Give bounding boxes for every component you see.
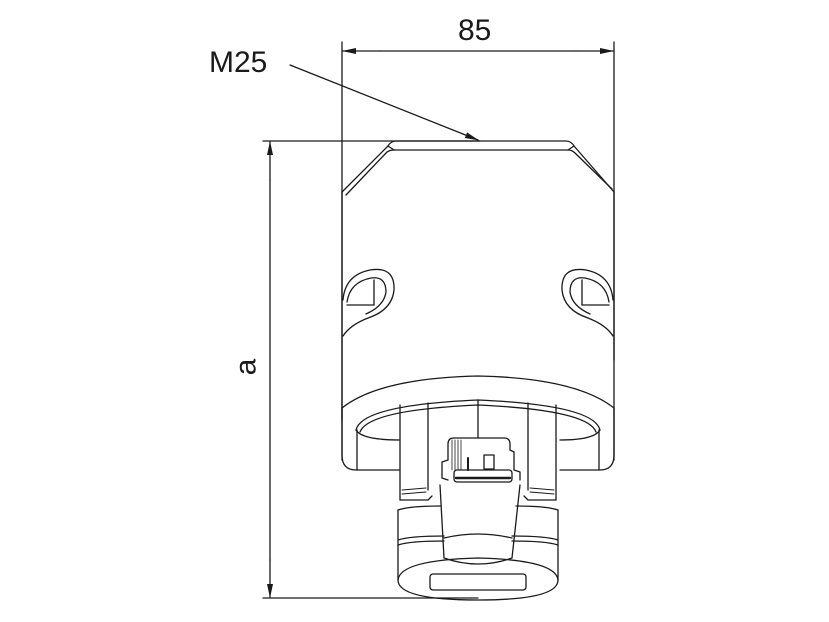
width-dimension-label: 85 [458,14,492,47]
width-dimension [341,41,615,421]
height-dimension [262,140,481,599]
housing-body [341,140,615,471]
m25-leader [289,64,479,141]
m25-callout-label: M25 [209,46,268,79]
socket-insert [397,399,559,601]
height-dimension-label: a [229,358,263,376]
